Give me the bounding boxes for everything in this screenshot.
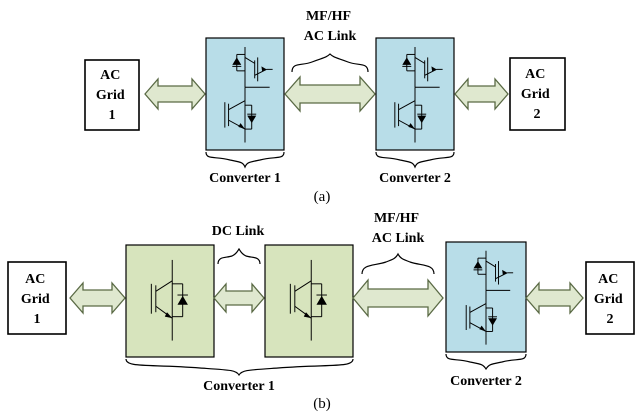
rectifier-block-1-b <box>125 244 215 358</box>
arrow-dc-link-b <box>213 282 265 314</box>
converter-1-label-a: Converter 1 <box>209 171 281 186</box>
converter-2-brace-a <box>375 151 455 169</box>
arrow-grid1-conv1-a <box>144 77 206 111</box>
ac-grid-1-box-a <box>84 59 140 131</box>
ac-grid-1-box-b <box>7 261 67 335</box>
converter-2-brace-b <box>445 353 527 371</box>
caption-a: (a) <box>314 189 331 205</box>
ac-grid-1-label-a: AC Grid 1 <box>96 68 128 123</box>
ac-link-brace-b <box>361 252 435 275</box>
arrow-grid1-rect-b <box>69 281 126 315</box>
arrow-conv2-grid2-a <box>454 77 509 111</box>
ac-grid-1-label-b: AC Grid 1 <box>21 272 53 327</box>
converter-1-brace-a <box>205 151 285 169</box>
caption-b: (b) <box>313 396 331 412</box>
dc-link-label-b: DC Link <box>212 224 265 239</box>
arrow-conv2-grid2-b <box>525 281 584 315</box>
diagram-a: AC Grid 1 AC Grid 2 MF/HF AC Link Conver… <box>84 9 566 205</box>
ac-grid-2-box-a <box>509 57 566 131</box>
ac-link-label-b: MF/HF AC Link <box>372 211 425 246</box>
converter-2-label-b: Converter 2 <box>450 374 522 389</box>
converter-1-brace-b <box>125 358 354 377</box>
ac-grid-2-label-b: AC Grid 2 <box>594 272 626 327</box>
ac-link-label-a: MF/HF AC Link <box>304 9 357 44</box>
arrow-ac-link-a <box>284 75 376 113</box>
rectifier-block-2-b <box>264 244 354 358</box>
diagram-b: AC Grid 1 AC Grid 2 DC Link MF/HF AC Lin… <box>7 211 635 412</box>
ac-link-brace-a <box>291 53 369 73</box>
dc-link-brace-b <box>217 247 261 265</box>
arrow-ac-link-b <box>352 278 444 318</box>
converter-1-label-b: Converter 1 <box>203 379 275 394</box>
converter-2-label-a: Converter 2 <box>379 171 451 186</box>
ac-grid-2-label-a: AC Grid 2 <box>521 67 553 122</box>
ac-grid-2-box-b <box>585 261 635 335</box>
